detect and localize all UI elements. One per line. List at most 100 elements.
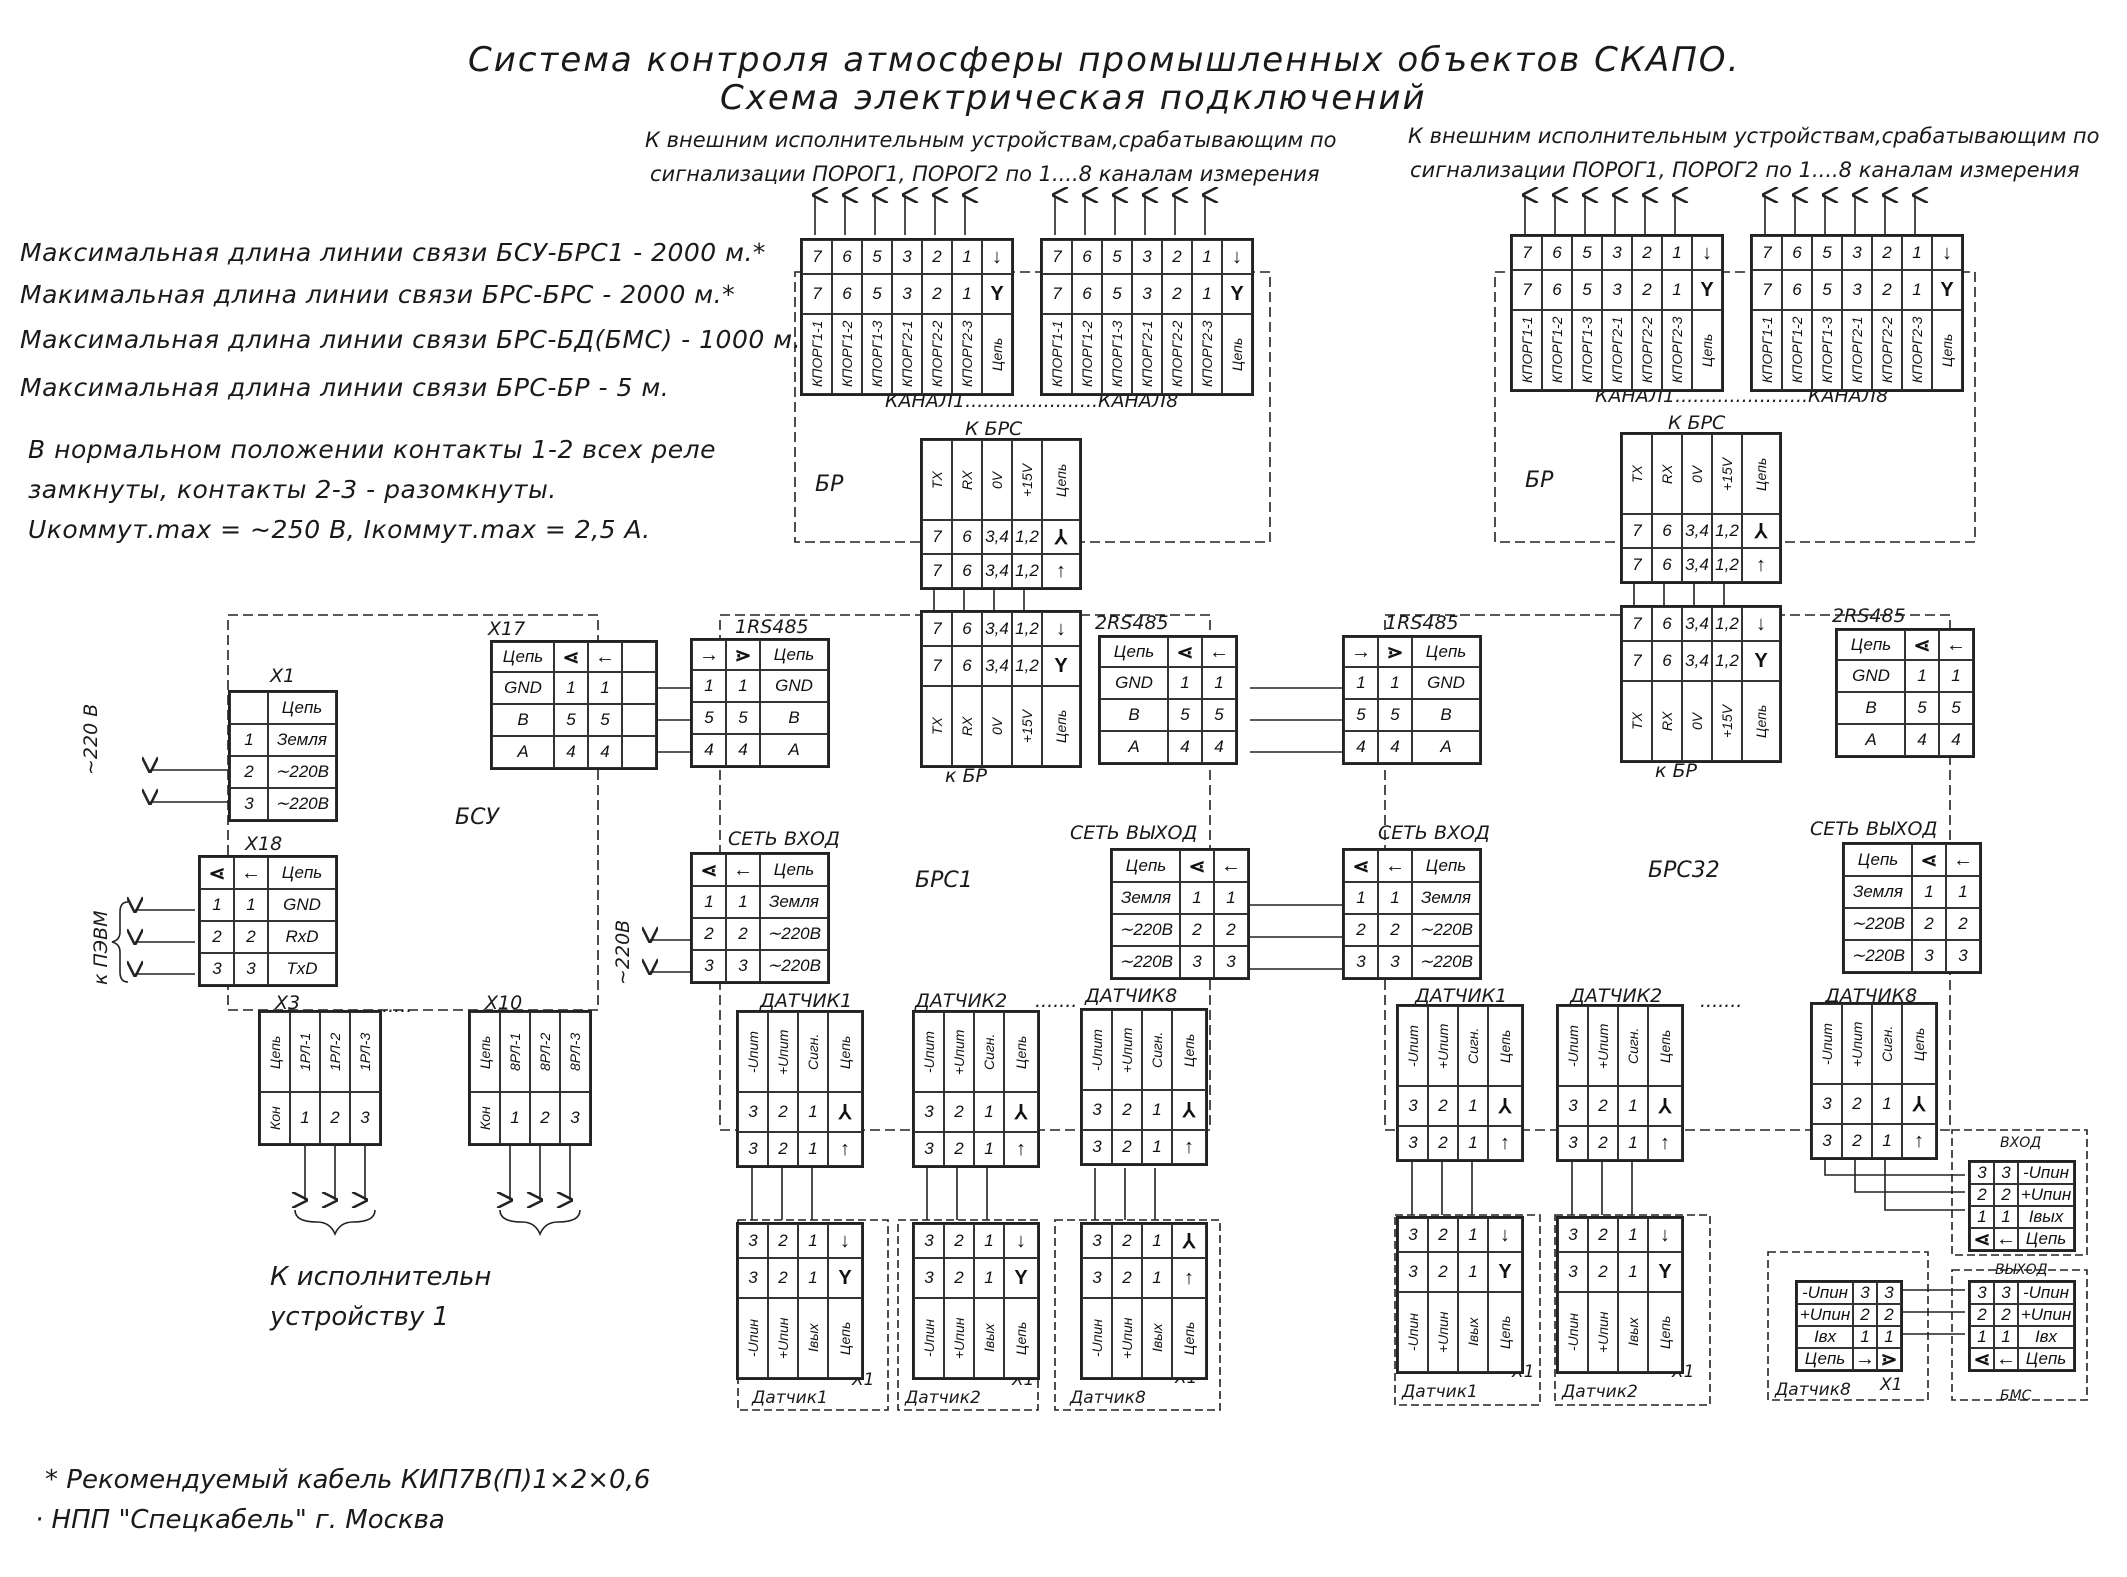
terminal-cell: -Uпит	[1398, 1006, 1428, 1086]
relay-name: КПОРГ2-1	[1842, 310, 1872, 390]
arrow-icon: ⋖	[200, 857, 234, 889]
blank	[230, 692, 268, 724]
relay-pin: 1	[952, 274, 982, 314]
relay-name: КПОРГ1-1	[1752, 310, 1782, 390]
connector-icon: ↓	[1488, 1218, 1522, 1252]
terminal-cell: 1	[1872, 1084, 1902, 1124]
net-out-brs32-label: СЕТЬ ВЫХОД	[1810, 818, 1938, 840]
terminal-cell: ∼220В	[1412, 914, 1480, 946]
relay-pin: 2	[1872, 270, 1902, 310]
relay-pin: 6	[1542, 270, 1572, 310]
terminal-cell: 2	[1912, 908, 1946, 940]
actuators-note-right-1: К внешним исполнительным устройствам,сра…	[1408, 124, 2100, 148]
actuators-note-right-2: сигнализации ПОРОГ1, ПОРОГ2 по 1....8 ка…	[1410, 158, 2080, 182]
bsu-label: БСУ	[455, 805, 499, 830]
relay-name: КПОРГ2-3	[1192, 314, 1222, 394]
terminal-cell: 2	[1994, 1184, 2018, 1206]
terminal-cell: 4	[1378, 731, 1412, 763]
terminal-cell: ∼220В	[1412, 946, 1480, 978]
terminal-cell: 2	[230, 756, 268, 788]
blank	[622, 672, 656, 704]
terminal-cell: 4	[1344, 731, 1378, 763]
relay-pin: 2	[1162, 240, 1192, 274]
relay-pin: 5	[1572, 270, 1602, 310]
brs1-label: БРС1	[915, 868, 973, 893]
connector-icon: ⅄	[1742, 514, 1780, 548]
terminal-cell: Земля	[268, 724, 336, 756]
arrow-right-icon: →	[1853, 1348, 1877, 1370]
terminal-cell: 5	[1344, 699, 1378, 731]
terminal-cell: 2	[944, 1132, 974, 1166]
brs-conn-pin: 6	[952, 520, 982, 554]
brs-conn-name: Цепь	[1742, 681, 1780, 761]
terminal-cell: 2	[1112, 1224, 1142, 1258]
terminal-cell: 3	[914, 1258, 944, 1298]
terminal-cell: -Uпин	[738, 1298, 768, 1378]
brs-conn-pin: 7	[1622, 607, 1652, 641]
x1-sensor8b: X1	[1880, 1375, 1903, 1395]
terminal-cell: 4	[692, 734, 726, 766]
terminal-cell: 2	[1378, 914, 1412, 946]
terminal-cell: 1	[1458, 1252, 1488, 1292]
k-brs-left: К БРС	[965, 418, 1023, 440]
arrow-up-icon: ↑	[1172, 1130, 1206, 1164]
x17-label: X17	[488, 618, 526, 640]
terminal-cell: +Uпин	[768, 1298, 798, 1378]
arrow-left-icon: ←	[1214, 850, 1248, 882]
terminal-cell: A	[1412, 731, 1480, 763]
connector-icon: Y	[1004, 1258, 1038, 1298]
relay-pin: 6	[1782, 236, 1812, 270]
terminal-cell: Цепь	[1172, 1010, 1206, 1090]
terminal-cell: 3	[1082, 1090, 1112, 1130]
br-right-label: БР	[1525, 468, 1554, 493]
terminal-cell: B	[1837, 692, 1905, 724]
connector-icon: ⅄	[1172, 1224, 1206, 1258]
terminal-cell: 2	[234, 921, 268, 953]
terminal-cell: Цепь	[1004, 1298, 1038, 1378]
terminal-cell: 1	[1970, 1206, 1994, 1228]
connector-icon: Y	[1042, 646, 1080, 686]
br-left-label: БР	[815, 472, 844, 497]
terminal-cell: 5	[554, 704, 588, 736]
relay-pin: 6	[832, 274, 862, 314]
relay-pin: 5	[1812, 270, 1842, 310]
terminal-cell: 1	[1344, 667, 1378, 699]
terminal-cell: 1	[500, 1092, 530, 1144]
relay-pin: 5	[1812, 236, 1842, 270]
d2-brs32: Датчик2	[1562, 1382, 1638, 1402]
terminal-cell: 1	[554, 672, 588, 704]
terminal-cell: 1	[1618, 1086, 1648, 1126]
terminal-cell: 2	[1588, 1218, 1618, 1252]
relay-name: КПОРГ2-2	[1872, 310, 1902, 390]
terminal-cell: 1	[726, 886, 760, 918]
terminal-cell: B	[1100, 699, 1168, 731]
terminal-cell: Цепь	[760, 640, 828, 670]
terminal-cell: 1РЛ-1	[290, 1012, 320, 1092]
x3-label: X3	[275, 992, 301, 1014]
arrow-down-icon: ↓	[1692, 236, 1722, 270]
terminal-cell: 2	[1877, 1304, 1901, 1326]
rs485-2-brs1-label: 2RS485	[1095, 612, 1169, 634]
terminal-cell: 1	[726, 670, 760, 702]
terminal-cell: -Uпит	[1558, 1006, 1588, 1086]
arrow-left-icon: ←	[726, 854, 760, 886]
terminal-cell: 1	[798, 1092, 828, 1132]
terminal-cell: 1	[974, 1132, 1004, 1166]
terminal-cell: 4	[1202, 731, 1236, 763]
brs-conn-pin: 7	[922, 646, 952, 686]
terminal-cell: 1	[1458, 1218, 1488, 1252]
brs-conn-pin: 7	[922, 554, 952, 588]
relay-name: КПОРГ2-2	[1162, 314, 1192, 394]
terminal-cell: -Uпин	[1558, 1292, 1588, 1372]
terminal-cell: 2	[530, 1092, 560, 1144]
blank	[622, 704, 656, 736]
terminal-cell: Земля	[1844, 876, 1912, 908]
relay-name: КПОРГ1-2	[1072, 314, 1102, 394]
relay-pin: 7	[802, 274, 832, 314]
terminal-cell: Цепь	[268, 857, 336, 889]
